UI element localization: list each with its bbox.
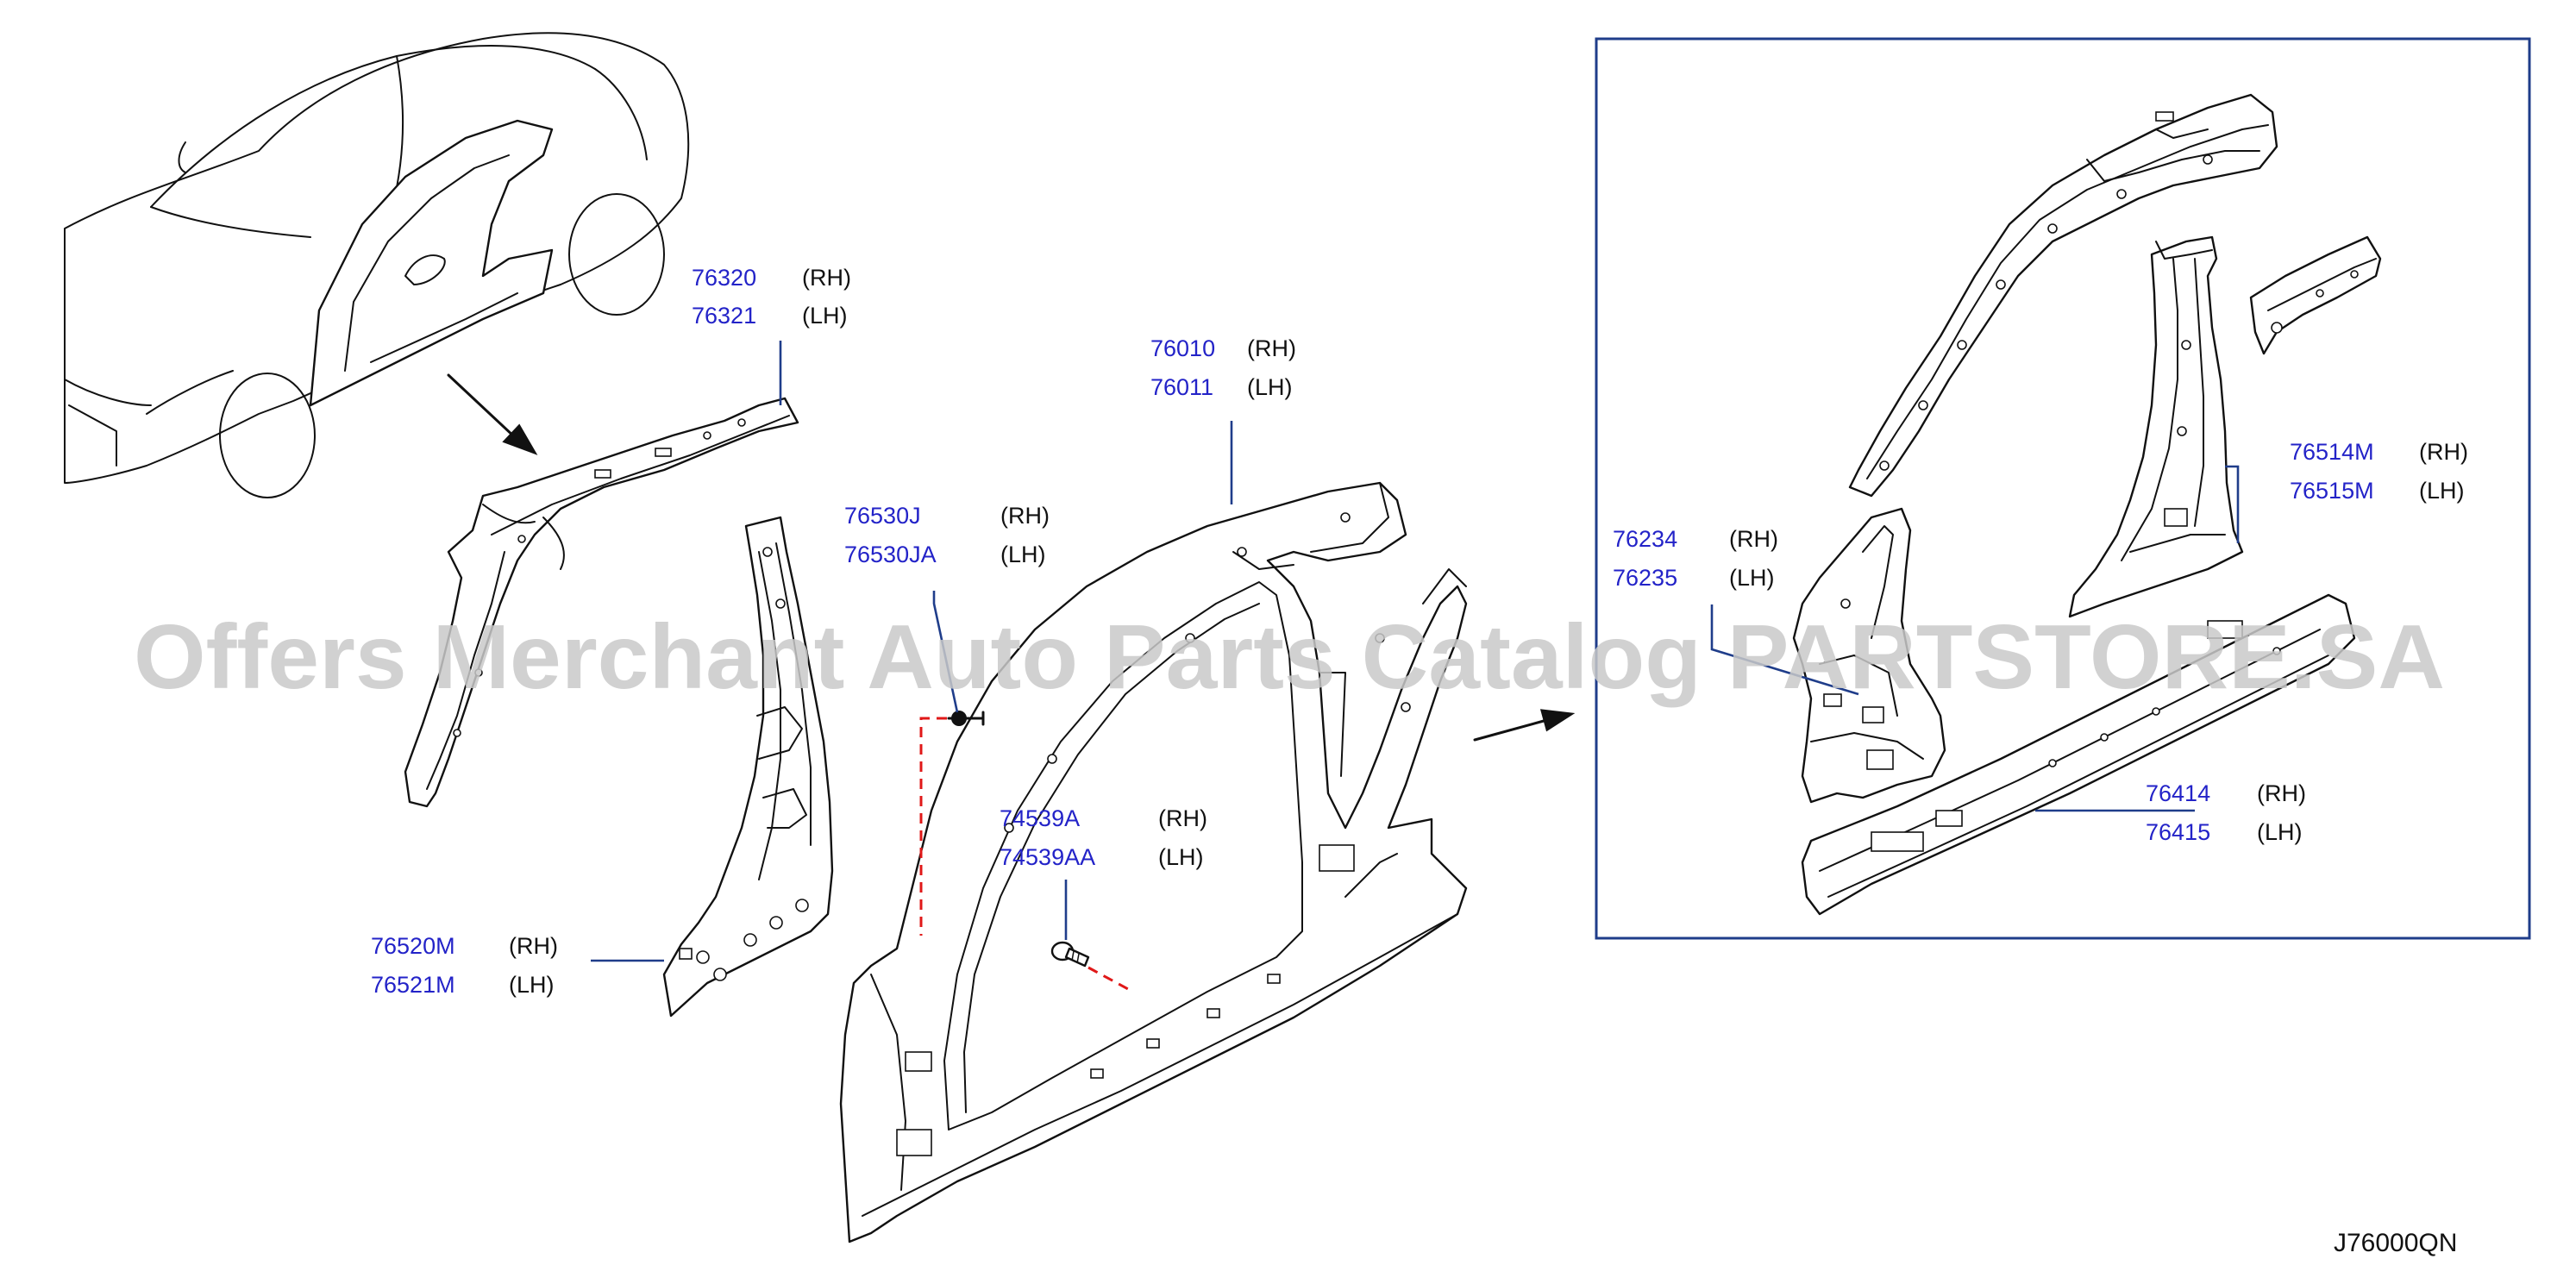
- part-number[interactable]: 74539AA: [1000, 844, 1095, 870]
- side-label: (LH): [2257, 819, 2303, 845]
- callout-front-pillar-lower[interactable]: 76234 (RH) 76235 (LH): [1613, 526, 1778, 591]
- side-label: (RH): [2419, 439, 2468, 465]
- part-number[interactable]: 76320: [692, 265, 756, 291]
- direction-arrow-1: [447, 373, 538, 455]
- part-number[interactable]: 76010: [1150, 335, 1215, 361]
- direction-arrow-2: [1473, 709, 1576, 742]
- roof-bracket-part: [2249, 235, 2382, 355]
- callout-nut-clip[interactable]: 76530J (RH) 76530JA (LH): [844, 503, 1050, 567]
- bolt-part: [1050, 941, 1090, 968]
- front-pillar-upper-part: [1848, 93, 2278, 498]
- position-indicators: [919, 717, 1131, 992]
- callout-center-pillar-inner[interactable]: 76520M (RH) 76521M (LH): [371, 933, 558, 998]
- side-label: (RH): [2257, 780, 2306, 806]
- side-label: (RH): [1247, 335, 1296, 361]
- side-label: (LH): [1000, 542, 1046, 567]
- side-label: (RH): [1000, 503, 1050, 529]
- part-number[interactable]: 76521M: [371, 972, 455, 998]
- part-number[interactable]: 76321: [692, 303, 756, 329]
- part-number[interactable]: 74539A: [1000, 805, 1080, 831]
- callout-body-side[interactable]: 76010 (RH) 76011 (LH): [1150, 335, 1296, 400]
- side-label: (LH): [1729, 565, 1775, 591]
- side-label: (LH): [802, 303, 848, 329]
- side-label: (RH): [1729, 526, 1778, 552]
- side-label: (RH): [1158, 805, 1207, 831]
- part-number[interactable]: 76235: [1613, 565, 1677, 591]
- side-label: (RH): [802, 265, 851, 291]
- part-number[interactable]: 76514M: [2290, 439, 2374, 465]
- callout-roof-rail[interactable]: 76320 (RH) 76321 (LH): [692, 265, 851, 329]
- part-number[interactable]: 76515M: [2290, 478, 2374, 504]
- callout-center-pillar-reinforcement[interactable]: 76514M (RH) 76515M (LH): [2290, 439, 2468, 504]
- nut-clip-part: [947, 711, 985, 726]
- part-number[interactable]: 76415: [2146, 819, 2210, 845]
- side-label: (LH): [2419, 478, 2465, 504]
- part-number[interactable]: 76234: [1613, 526, 1677, 552]
- part-number[interactable]: 76530J: [844, 503, 921, 529]
- part-number[interactable]: 76520M: [371, 933, 455, 959]
- side-label: (RH): [509, 933, 558, 959]
- leader-lines: [591, 341, 2240, 962]
- part-number[interactable]: 76414: [2146, 780, 2210, 806]
- roof-rail-part: [404, 397, 799, 808]
- center-pillar-inner-part: [662, 516, 834, 1018]
- side-label: (LH): [509, 972, 555, 998]
- body-side-outer-part: [839, 481, 1468, 1243]
- part-number[interactable]: 76011: [1150, 374, 1213, 400]
- part-number[interactable]: 76530JA: [844, 542, 937, 567]
- side-label: (LH): [1158, 844, 1204, 870]
- watermark: Offers Merchant Auto Parts Catalog PARTS…: [134, 606, 2445, 708]
- sill-reinforcement-part: [1801, 593, 2356, 916]
- callout-bolt[interactable]: 74539A (RH) 74539AA (LH): [1000, 805, 1207, 870]
- front-pillar-lower-part: [1792, 507, 1946, 804]
- callout-sill-reinforcement[interactable]: 76414 (RH) 76415 (LH): [2146, 780, 2306, 845]
- diagram-code: J76000QN: [2334, 1229, 2457, 1257]
- center-pillar-reinforcement-part: [2068, 235, 2244, 618]
- side-label: (LH): [1247, 374, 1293, 400]
- detail-inset-frame: [1595, 37, 2531, 940]
- vehicle-overview: [64, 32, 690, 498]
